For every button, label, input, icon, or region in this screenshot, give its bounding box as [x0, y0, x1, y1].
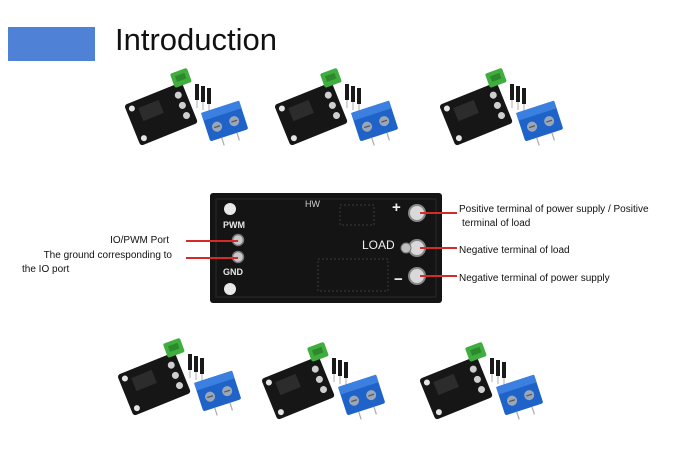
mosfet-module-icon [118, 352, 191, 416]
label-positive-line1: Positive terminal of power supply / Posi… [459, 204, 649, 215]
module-photo-4 [118, 336, 248, 436]
title-accent-bar [8, 27, 95, 61]
silk-plus: + [392, 199, 401, 216]
module-photo-2 [275, 66, 405, 166]
blue-terminal-block-icon [351, 100, 398, 146]
green-header-icon [307, 342, 329, 362]
label-negative-supply: Negative terminal of power supply [459, 273, 610, 284]
green-header-icon [320, 68, 342, 88]
silk-hw: HW [305, 199, 320, 209]
label-io-pwm-port: IO/PWM Port [110, 235, 169, 246]
label-negative-load: Negative terminal of load [459, 245, 570, 256]
module-photo-5 [262, 340, 392, 440]
silk-minus: − [394, 271, 403, 288]
mounting-hole-icon [224, 203, 236, 215]
mosfet-module-icon [420, 356, 493, 420]
silk-load: LOAD [362, 238, 395, 252]
pin-header-icon [510, 84, 526, 112]
mosfet-module-icon [275, 82, 348, 146]
module-photo-6 [420, 340, 550, 440]
mounting-hole-icon [224, 283, 236, 295]
pin-header-icon [332, 358, 348, 386]
module-photo-3 [440, 66, 570, 166]
silk-gnd: GND [223, 267, 243, 277]
board-pcb [210, 193, 442, 303]
silk-pwm: PWM [223, 220, 245, 230]
blue-terminal-block-icon [201, 100, 248, 146]
label-ground-line1: The ground corresponding to [43, 250, 172, 261]
page-title: Introduction [115, 22, 277, 57]
green-header-icon [485, 68, 507, 88]
blue-terminal-block-icon [338, 374, 385, 420]
green-header-icon [163, 338, 185, 358]
green-header-icon [170, 68, 192, 88]
mosfet-module-icon [125, 82, 198, 146]
blue-terminal-block-icon [516, 100, 563, 146]
blue-terminal-block-icon [496, 374, 543, 420]
mosfet-module-icon [262, 356, 335, 420]
label-positive-line2: terminal of load [462, 218, 531, 229]
green-header-icon [465, 342, 487, 362]
module-photo-1 [125, 66, 255, 166]
mosfet-module-icon [440, 82, 513, 146]
label-ground-line2: the IO port [22, 264, 70, 275]
blue-terminal-block-icon [194, 370, 241, 416]
